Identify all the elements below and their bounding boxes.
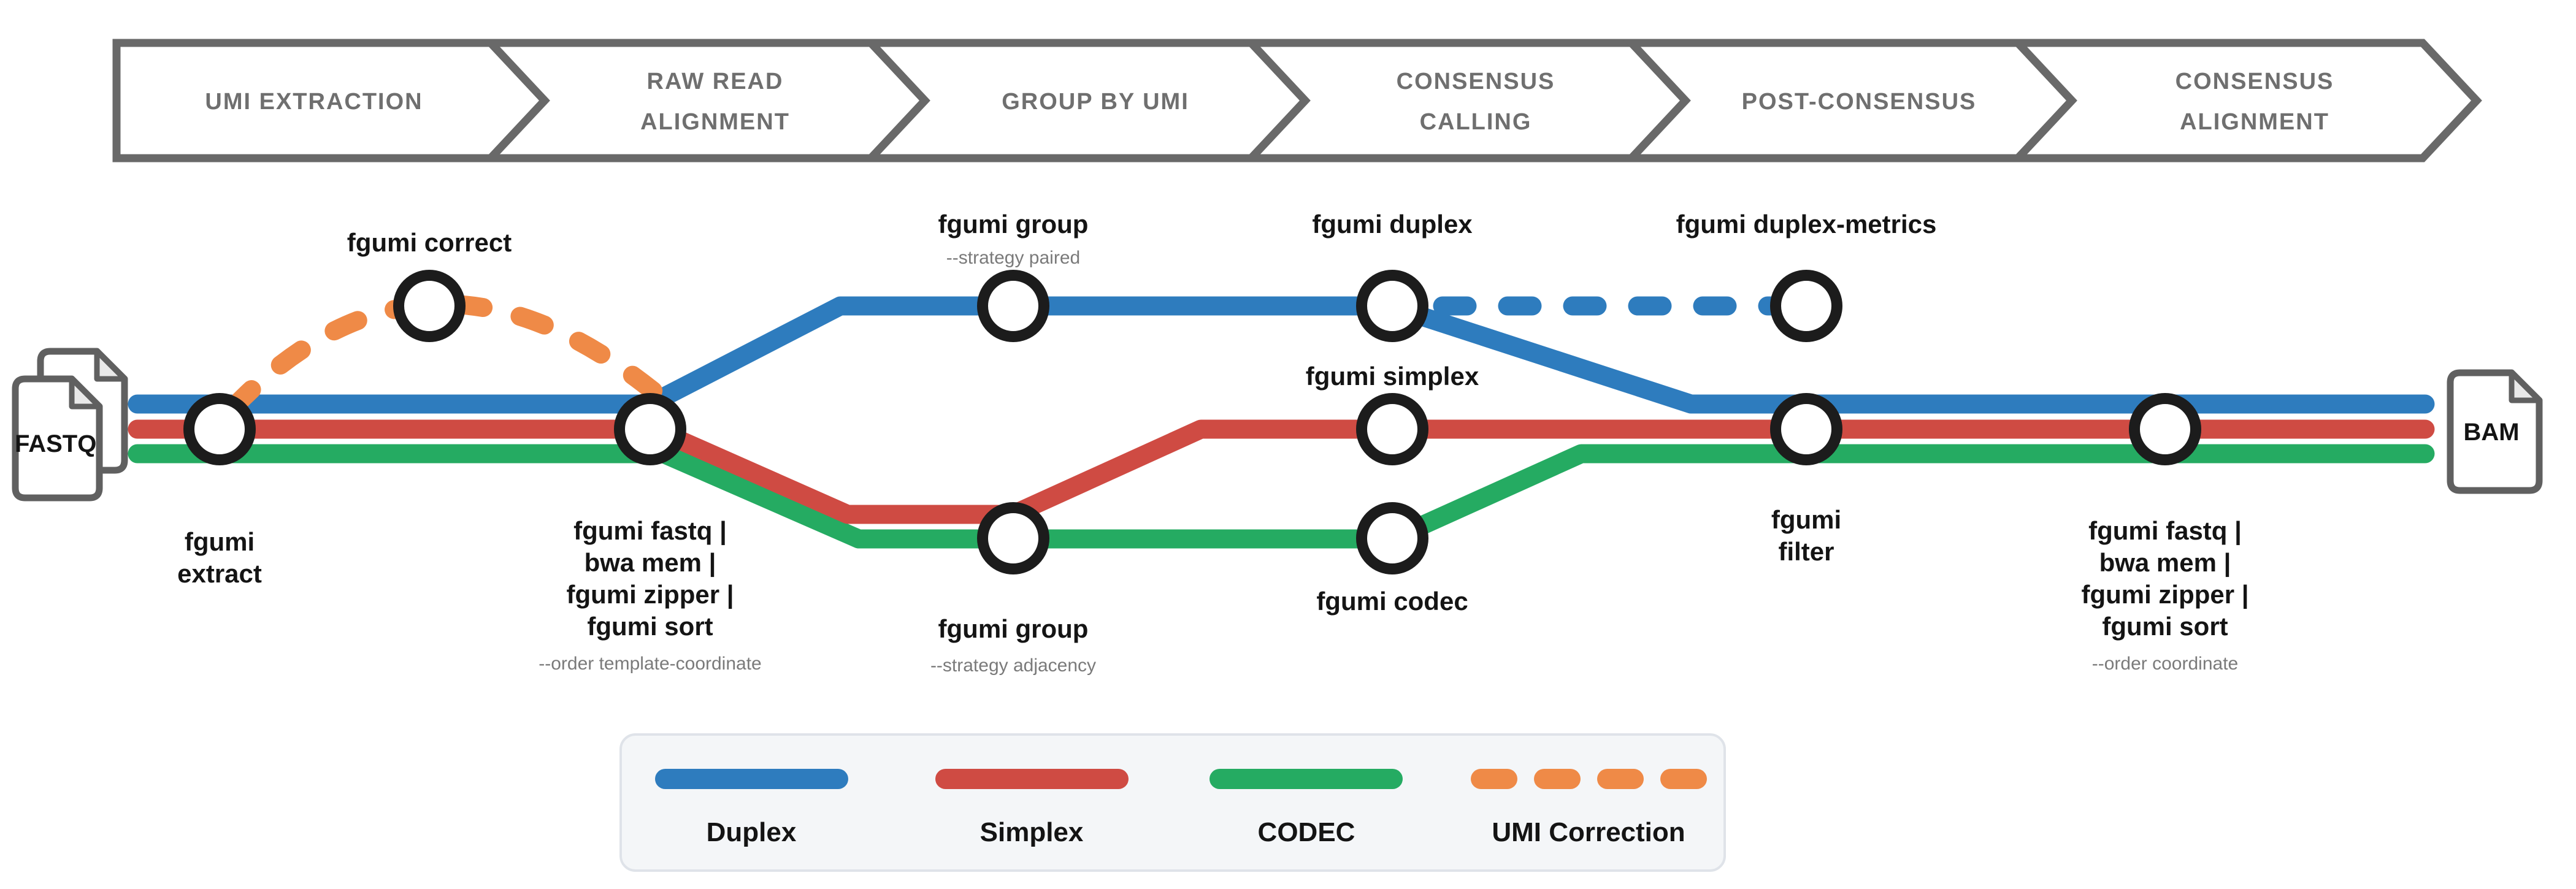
label-extract-2: extract bbox=[177, 559, 262, 588]
label-align1-2: bwa mem | bbox=[585, 548, 716, 578]
bam-label: BAM bbox=[2463, 419, 2519, 446]
legend-label-simplex: Simplex bbox=[980, 817, 1084, 847]
banner-label-consensus-calling-2: CALLING bbox=[1420, 109, 1532, 135]
fastq-doc-front-fold-icon bbox=[69, 376, 102, 410]
legend-label-duplex: Duplex bbox=[707, 817, 797, 847]
banner-label-post-consensus: POST-CONSENSUS bbox=[1742, 89, 1977, 115]
label-align1-3: fgumi zipper | bbox=[566, 580, 734, 609]
station-group-paired bbox=[977, 270, 1049, 342]
legend-label-codec: CODEC bbox=[1258, 817, 1355, 847]
station-codec bbox=[1356, 502, 1428, 574]
banner-label-group-by-umi: GROUP BY UMI bbox=[1002, 89, 1189, 115]
station-align1 bbox=[614, 393, 686, 465]
umi-correction-arc bbox=[223, 294, 672, 418]
label-extract-1: fgumi bbox=[185, 527, 255, 556]
label-duplex: fgumi duplex bbox=[1312, 210, 1473, 238]
label-align2-1: fgumi fastq | bbox=[2088, 516, 2242, 546]
sublabel-group-adjacency: --strategy adjacency bbox=[930, 655, 1096, 676]
stations bbox=[183, 270, 2201, 574]
label-align2-2: bwa mem | bbox=[2099, 548, 2231, 578]
stage-banner: UMI EXTRACTION RAW READ ALIGNMENT GROUP … bbox=[112, 39, 2482, 162]
simplex-line bbox=[128, 419, 2435, 524]
station-group-adjacency bbox=[977, 502, 1049, 574]
station-labels: fgumi extract fgumi correct fgumi fastq … bbox=[177, 210, 2248, 676]
legend-swatch-codec bbox=[1209, 769, 1403, 789]
label-correct: fgumi correct bbox=[347, 228, 512, 257]
legend: Duplex Simplex CODEC UMI Correction bbox=[619, 733, 1726, 872]
label-filter-1: fgumi bbox=[1771, 505, 1841, 534]
banner-label-consensus-alignment-2: ALIGNMENT bbox=[2180, 109, 2329, 135]
bam-file-icon: BAM bbox=[2447, 369, 2543, 494]
legend-swatch-duplex bbox=[655, 769, 848, 789]
legend-panel bbox=[619, 733, 1726, 872]
banner-label-umi-extraction: UMI EXTRACTION bbox=[205, 89, 423, 115]
label-codec: fgumi codec bbox=[1316, 587, 1468, 616]
duplex-return-line bbox=[1384, 297, 2435, 414]
label-filter-2: filter bbox=[1778, 537, 1834, 566]
sublabel-align2: --order coordinate bbox=[2092, 654, 2238, 674]
banner-label-raw-read-2: ALIGNMENT bbox=[640, 109, 790, 135]
fastq-doc-back-fold-icon bbox=[94, 348, 128, 382]
banner-label-raw-read: RAW READ bbox=[647, 69, 784, 94]
banner-segment-raw-read-alignment bbox=[481, 39, 930, 162]
station-correct bbox=[393, 270, 466, 342]
label-duplex-metrics: fgumi duplex-metrics bbox=[1676, 210, 1937, 238]
station-extract bbox=[183, 393, 256, 465]
label-align2-3: fgumi zipper | bbox=[2081, 580, 2248, 609]
label-simplex: fgumi simplex bbox=[1306, 362, 1479, 391]
label-align2-4: fgumi sort bbox=[2102, 612, 2228, 641]
label-group-adjacency: fgumi group bbox=[938, 614, 1089, 643]
station-filter bbox=[1770, 393, 1842, 465]
legend-swatch-simplex bbox=[935, 769, 1129, 789]
legend-label-umi-correction: UMI Correction bbox=[1492, 817, 1685, 847]
sublabel-align1: --order template-coordinate bbox=[539, 654, 762, 674]
sublabel-group-paired: --strategy paired bbox=[946, 248, 1080, 268]
duplex-line bbox=[128, 296, 1408, 414]
station-simplex bbox=[1356, 393, 1428, 465]
fastq-label: FASTQ bbox=[15, 430, 96, 457]
banner-segment-consensus-alignment bbox=[2009, 39, 2482, 162]
label-group-paired: fgumi group bbox=[938, 210, 1089, 238]
banner-label-consensus-alignment: CONSENSUS bbox=[2175, 69, 2334, 94]
label-align1-1: fgumi fastq | bbox=[573, 516, 727, 546]
station-duplex-metrics bbox=[1770, 270, 1842, 342]
station-duplex bbox=[1356, 270, 1428, 342]
station-align2 bbox=[2129, 393, 2201, 465]
fastq-file-icon: FASTQ bbox=[12, 348, 128, 502]
banner-segment-consensus-calling bbox=[1242, 39, 1691, 162]
banner-label-consensus-calling: CONSENSUS bbox=[1397, 69, 1555, 94]
rails bbox=[128, 294, 2435, 549]
legend-swatch-umi-correction bbox=[1471, 769, 1707, 789]
bam-doc-fold-icon bbox=[2509, 370, 2542, 403]
label-align1-4: fgumi sort bbox=[587, 612, 713, 641]
codec-line bbox=[128, 444, 2435, 549]
